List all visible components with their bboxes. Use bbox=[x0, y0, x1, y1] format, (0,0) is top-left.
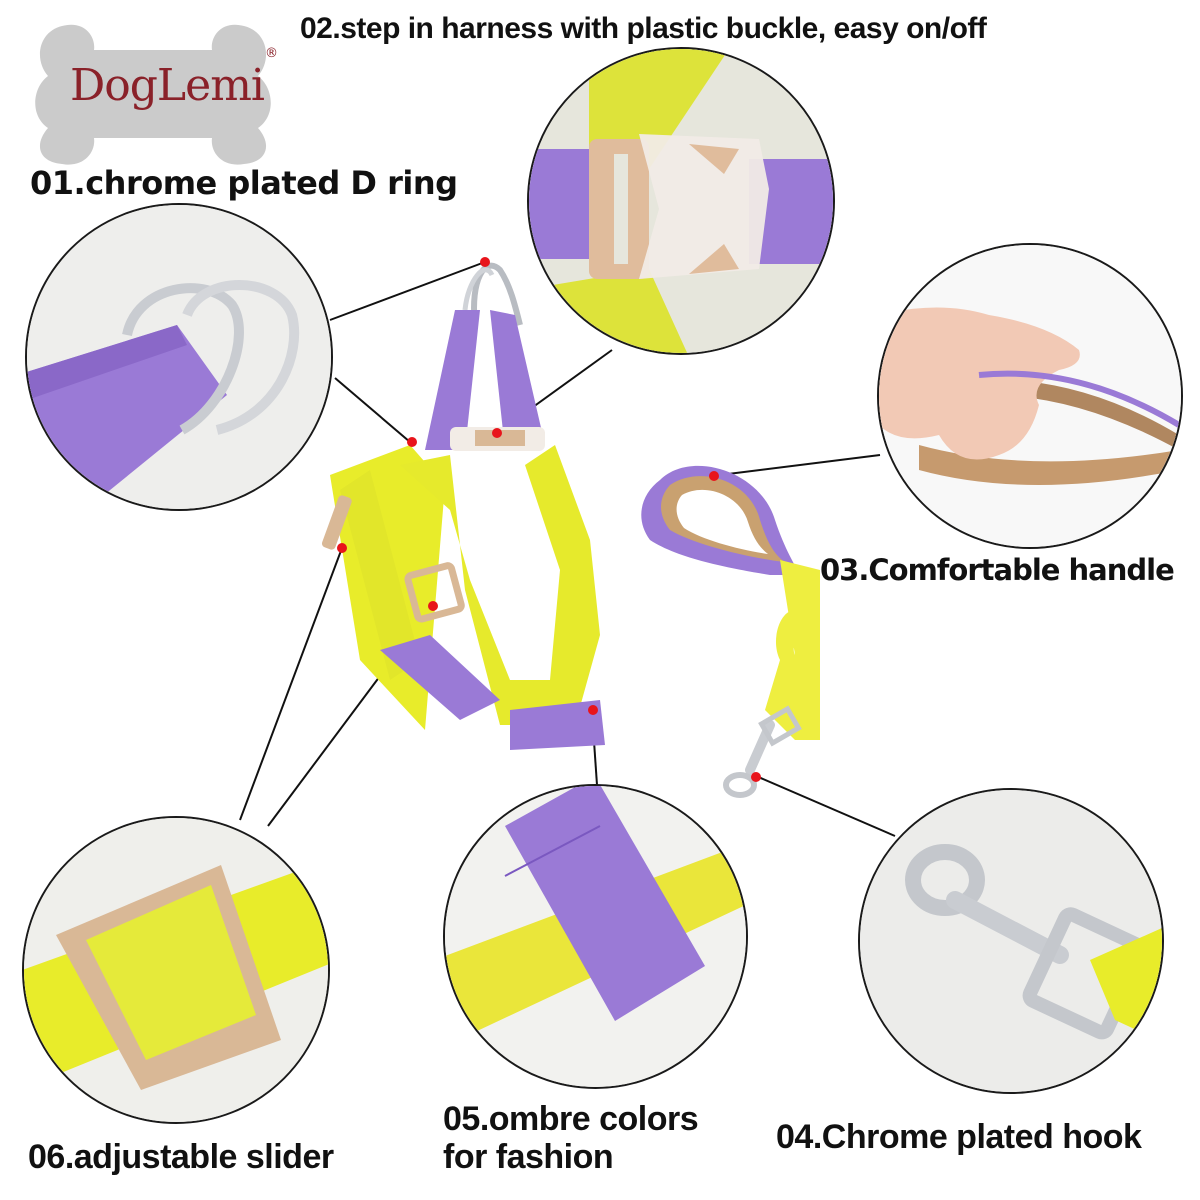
brand-name: DogLemi bbox=[70, 60, 265, 111]
registered-mark: ® bbox=[265, 46, 278, 61]
detail-circle-hook bbox=[858, 788, 1164, 1094]
detail-circle-handle bbox=[877, 243, 1183, 549]
feature-02-label: 02.step in harness with plastic buckle, … bbox=[300, 12, 987, 45]
snap-hook-icon bbox=[860, 790, 1162, 1092]
feature-05-label-line1: 05.ombre colors bbox=[443, 1100, 699, 1138]
leash-main-image bbox=[641, 465, 820, 798]
feature-03-label: 03.Comfortable handle bbox=[820, 553, 1175, 587]
feature-04-label: 04.Chrome plated hook bbox=[776, 1118, 1142, 1156]
hand-holding-handle-icon bbox=[879, 245, 1181, 547]
detail-circle-slider bbox=[22, 816, 330, 1124]
detail-circle-buckle bbox=[527, 47, 835, 355]
detail-circle-ombre bbox=[443, 784, 748, 1089]
feature-06-label: 06.adjustable slider bbox=[28, 1138, 334, 1176]
feature-01-label: 01.chrome plated D ring bbox=[30, 164, 458, 202]
detail-circle-d-ring bbox=[25, 203, 333, 511]
harness-main-image bbox=[321, 257, 605, 750]
feature-05-label-line2: for fashion bbox=[443, 1138, 614, 1176]
buckle-icon bbox=[529, 49, 833, 353]
slider-icon bbox=[24, 818, 328, 1122]
brand-logo: DogLemi ® bbox=[22, 18, 284, 168]
d-ring-icon bbox=[27, 205, 331, 509]
bone-icon bbox=[35, 24, 271, 165]
ombre-strap-icon bbox=[445, 786, 746, 1087]
